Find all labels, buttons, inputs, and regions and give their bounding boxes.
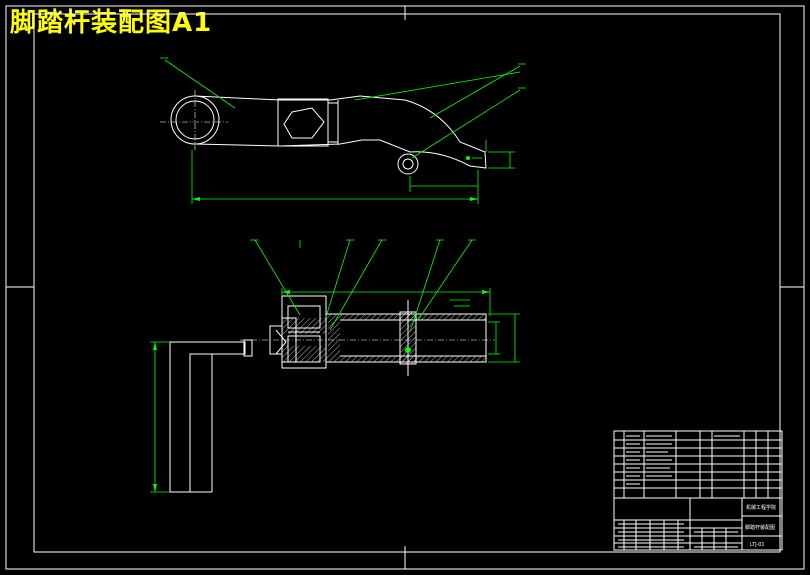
inner-frame <box>33 13 781 553</box>
centering-marks <box>6 6 804 569</box>
lever-front-view <box>160 57 526 204</box>
lever-section-view <box>150 239 520 493</box>
school-name: 机械工程学院 <box>746 504 776 511</box>
title-block: 机械工程学院 脚踏杆装配图 LTJ-01 <box>613 430 783 551</box>
drawing-number: LTJ-01 <box>750 542 765 548</box>
drawing-name: 脚踏杆装配图 <box>745 524 775 531</box>
outer-border <box>5 5 805 570</box>
